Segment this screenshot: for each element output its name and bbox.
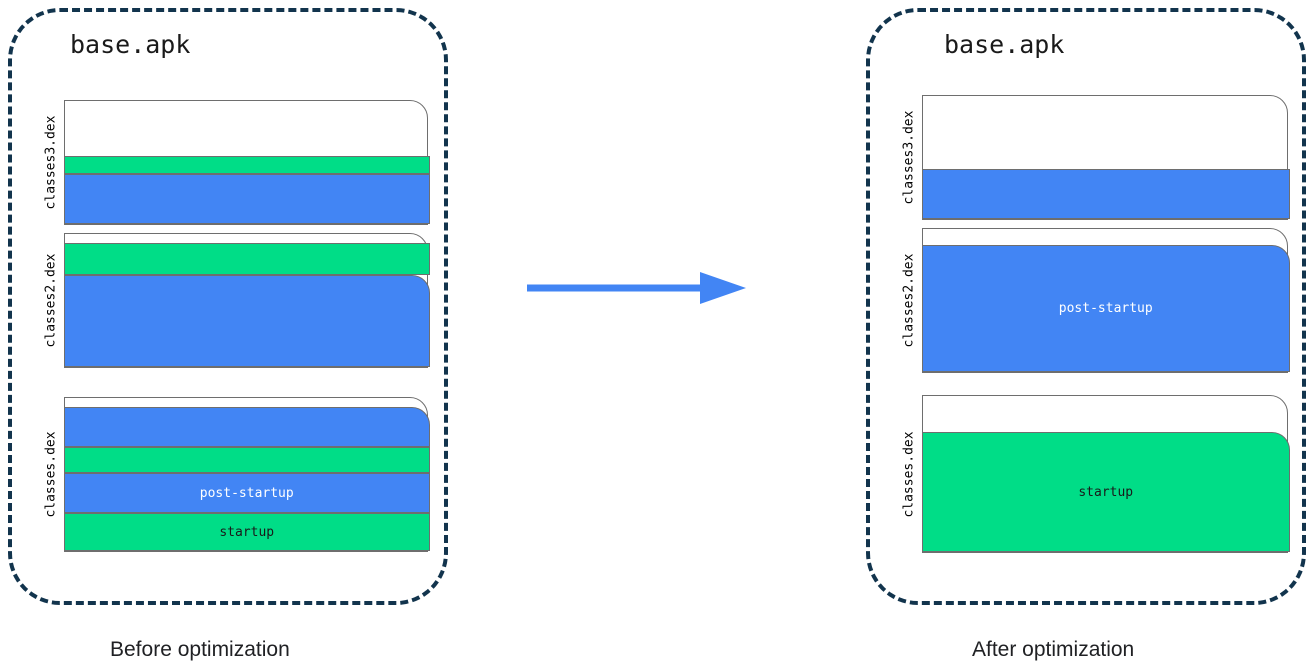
dex-label-classes-after: classes.dex: [901, 430, 917, 518]
caption-after: After optimization: [972, 638, 1135, 661]
arrow-right-icon: [520, 262, 760, 314]
dex-segment-post-startup: [63, 407, 430, 447]
dex-file-classes3-after: classes3.dex: [896, 95, 1290, 220]
dex-segment-post-startup: [63, 174, 430, 224]
dex-file-classes2-after: classes2.dex post-startup: [896, 228, 1290, 373]
dex-box-classes-before: startup post-startup: [63, 397, 430, 552]
apk-title-after: base.apk: [944, 30, 1065, 59]
dex-file-classes2-before: classes2.dex: [38, 233, 430, 368]
dex-segment-post-startup-labeled: post-startup: [63, 473, 430, 513]
caption-before: Before optimization: [110, 638, 290, 661]
dex-box-classes3-after: [921, 95, 1290, 220]
dex-label-classes2-after: classes2.dex: [901, 253, 917, 348]
arrow-right-icon-svg: [527, 272, 746, 304]
dex-box-classes3-before: [63, 100, 430, 225]
dex-segment-startup-labeled: startup: [63, 513, 430, 551]
dex-label-classes-before: classes.dex: [43, 431, 59, 518]
dex-segment-startup: [63, 156, 430, 174]
dex-segment-startup-labeled: startup: [921, 432, 1290, 552]
dex-segment-post-startup: [921, 169, 1290, 219]
dex-file-classes-before: classes.dex startup post-startup: [38, 397, 430, 552]
dex-box-classes2-after: post-startup: [921, 228, 1290, 373]
dex-file-classes-after: classes.dex startup: [896, 395, 1290, 553]
apk-title-before: base.apk: [70, 30, 191, 59]
dex-file-classes3-before: classes3.dex: [38, 100, 430, 225]
dex-label-classes3-before: classes3.dex: [43, 115, 59, 210]
dex-box-classes2-before: [63, 233, 430, 368]
dex-box-classes-after: startup: [921, 395, 1290, 553]
dex-segment-startup: [63, 447, 430, 473]
dex-label-classes3-after: classes3.dex: [901, 110, 917, 205]
dex-segment-post-startup-labeled: post-startup: [921, 245, 1290, 372]
dex-segment-startup: [63, 243, 430, 275]
dex-label-classes2-before: classes2.dex: [43, 253, 59, 348]
dex-segment-post-startup: [63, 275, 430, 367]
